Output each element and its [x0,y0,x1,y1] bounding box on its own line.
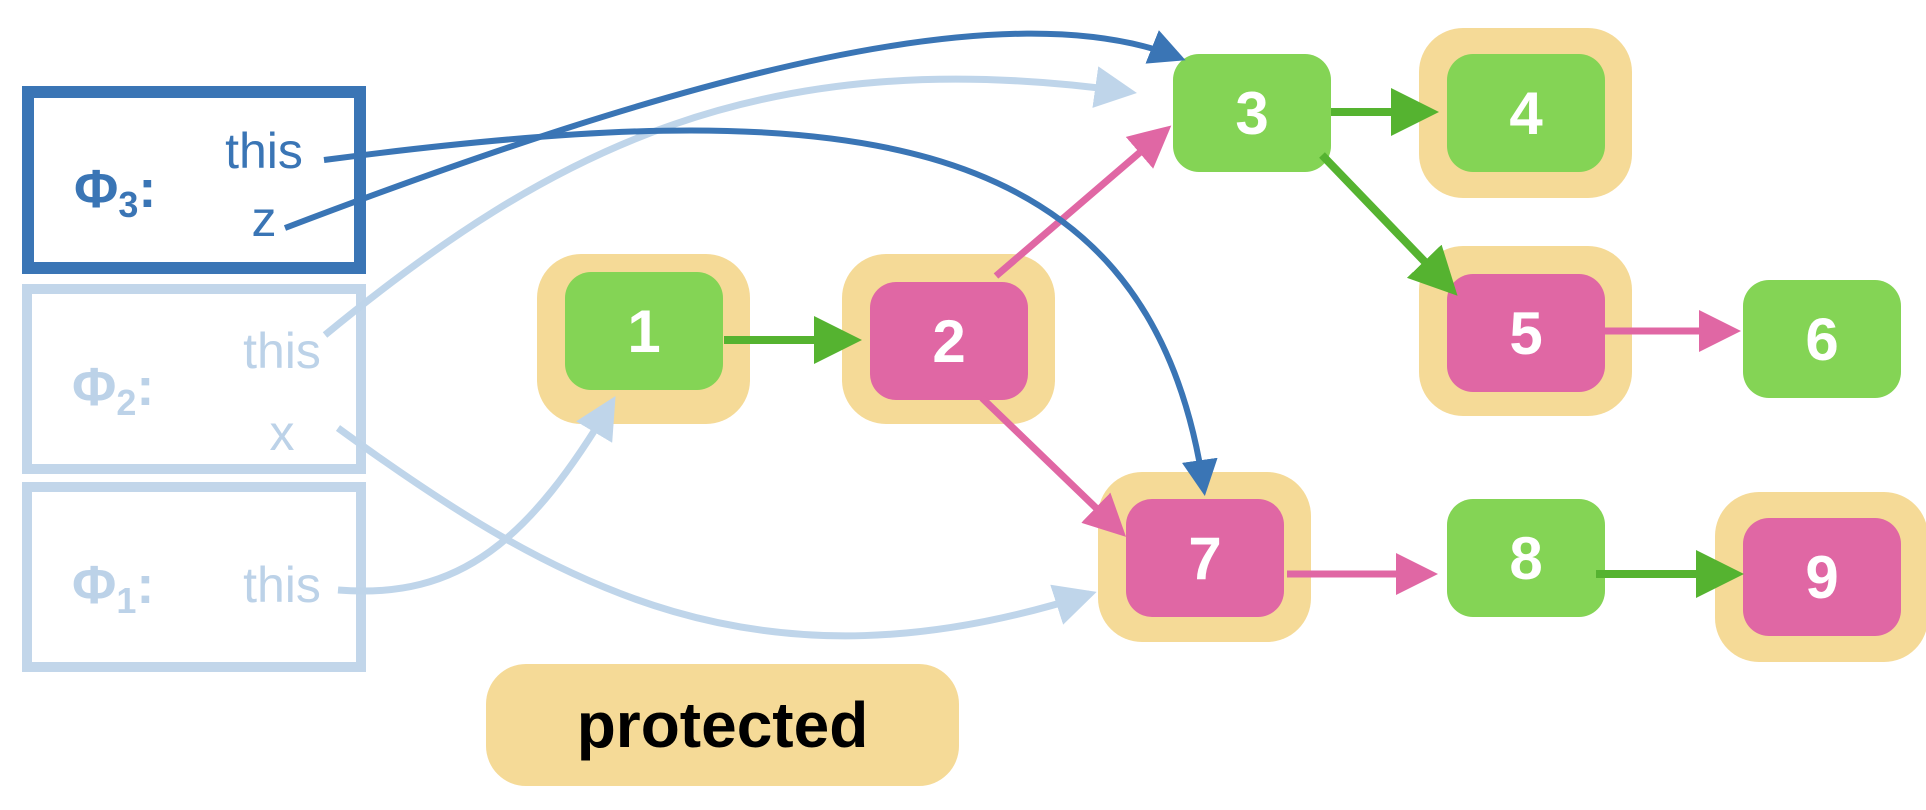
node-label: 1 [627,297,661,365]
heap-node-1: 1 [565,272,723,390]
edge-3-to-5 [1319,152,1458,296]
node-label: 5 [1509,299,1543,367]
node-label: 8 [1509,524,1543,592]
node-label: 2 [932,307,966,375]
frame-var-this: this [243,323,321,379]
frame-var-z: z [251,191,277,247]
heap-node-3: 3 [1173,54,1331,172]
heap-node-2: 2 [870,282,1028,400]
edge-2-to-7 [979,395,1127,537]
heap-node-5: 5 [1447,274,1605,392]
heap-node-7: 7 [1126,499,1284,617]
heap-node-6: 6 [1743,280,1901,398]
node-label: 3 [1235,79,1269,147]
ref-phi3-this-to-7 [323,127,1218,496]
frame-var-x: x [269,405,295,461]
frame-var-this: this [225,123,303,179]
frame-title: Φ1: [72,555,155,621]
ref-phi2-x-to-7 [335,425,1097,640]
protected-legend: protected [486,664,959,786]
frame-title: Φ3: [74,159,157,225]
ref-phi2-this-to-3 [322,66,1137,338]
ref-phi1-this-to-1 [337,395,616,595]
stack-frame-2: Φ2: this x [22,284,366,474]
frame-var-this: this [243,557,321,613]
ref-phi3-z-to-3 [283,30,1186,231]
node-label: 9 [1805,543,1839,611]
frame-title: Φ2: [72,357,155,423]
edge-2-to-3 [993,125,1172,279]
stack-frame-3: Φ3: this z [22,86,366,274]
node-label: 4 [1509,79,1543,147]
node-label: 7 [1188,524,1222,592]
node-label: 6 [1805,305,1839,373]
heap-node-4: 4 [1447,54,1605,172]
heap-node-8: 8 [1447,499,1605,617]
legend-label: protected [576,689,869,761]
stack-frame-1: Φ1: this [22,482,366,672]
heap-node-9: 9 [1743,518,1901,636]
